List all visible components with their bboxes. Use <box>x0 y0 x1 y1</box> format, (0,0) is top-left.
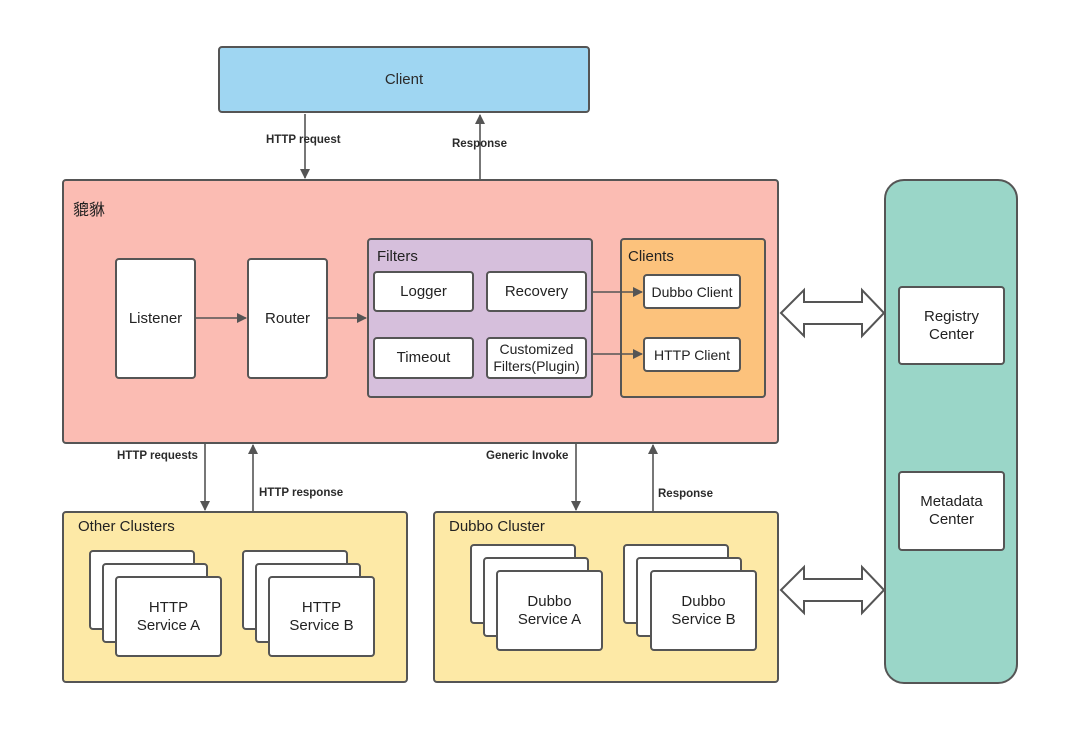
client-label: Client <box>384 71 424 88</box>
http-service-b-line2: Service B <box>289 616 354 634</box>
dubbo-service-a-box: Dubbo Service A <box>496 570 603 651</box>
dubbo-client-label: Dubbo Client <box>651 283 733 300</box>
response-bottom-label: Response <box>658 488 713 500</box>
timeout-label: Timeout <box>396 349 451 366</box>
http-requests-label: HTTP requests <box>117 450 198 462</box>
clients-title: Clients <box>628 248 674 265</box>
customized-label-line1: Customized <box>499 341 574 357</box>
http-client-box: HTTP Client <box>643 337 741 372</box>
logger-box: Logger <box>373 271 474 312</box>
router-label: Router <box>264 309 311 327</box>
listener-label: Listener <box>128 309 183 327</box>
registry-center-line1: Registry <box>923 307 979 325</box>
http-client-label: HTTP Client <box>654 346 730 363</box>
http-response-label: HTTP response <box>259 487 344 499</box>
http-service-a-line1: HTTP <box>148 598 189 616</box>
timeout-box: Timeout <box>373 337 474 379</box>
logger-label: Logger <box>400 282 447 300</box>
registry-center-box: Registry Center <box>898 286 1005 365</box>
gateway-registry-double-arrow <box>779 287 886 339</box>
http-request-label: HTTP request <box>266 134 341 146</box>
metadata-center-box: Metadata Center <box>898 471 1005 551</box>
gateway-name: 貔貅 <box>73 200 106 219</box>
metadata-center-line1: Metadata <box>920 493 983 510</box>
client-box: Client <box>218 46 590 113</box>
dubbo-registry-double-arrow <box>779 564 886 616</box>
customized-filters-box: Customized Filters(Plugin) <box>486 337 587 379</box>
dubbo-service-b-line2: Service B <box>671 610 736 628</box>
dubbo-service-a-line2: Service A <box>517 610 582 628</box>
response-top-label: Response <box>452 138 507 150</box>
dubbo-service-b-box: Dubbo Service B <box>650 570 757 651</box>
dubbo-service-a-line1: Dubbo <box>527 592 572 610</box>
other-clusters-title: Other Clusters <box>78 518 175 535</box>
generic-invoke-label: Generic Invoke <box>486 450 569 462</box>
http-service-b-line1: HTTP <box>301 598 342 616</box>
dubbo-client-box: Dubbo Client <box>643 274 741 309</box>
router-box: Router <box>247 258 328 379</box>
metadata-center-line2: Center <box>928 511 975 528</box>
recovery-label: Recovery <box>504 282 569 300</box>
registry-center-line2: Center <box>928 325 975 343</box>
filters-title: Filters <box>377 248 418 265</box>
dubbo-cluster-title: Dubbo Cluster <box>449 518 545 535</box>
http-service-b-box: HTTP Service B <box>268 576 375 657</box>
dubbo-service-b-line1: Dubbo <box>681 592 726 610</box>
customized-label-line2: Filters(Plugin) <box>493 358 580 374</box>
listener-box: Listener <box>115 258 196 379</box>
registry-column <box>884 179 1018 684</box>
http-service-a-box: HTTP Service A <box>115 576 222 657</box>
http-service-a-line2: Service A <box>136 616 201 634</box>
recovery-box: Recovery <box>486 271 587 312</box>
